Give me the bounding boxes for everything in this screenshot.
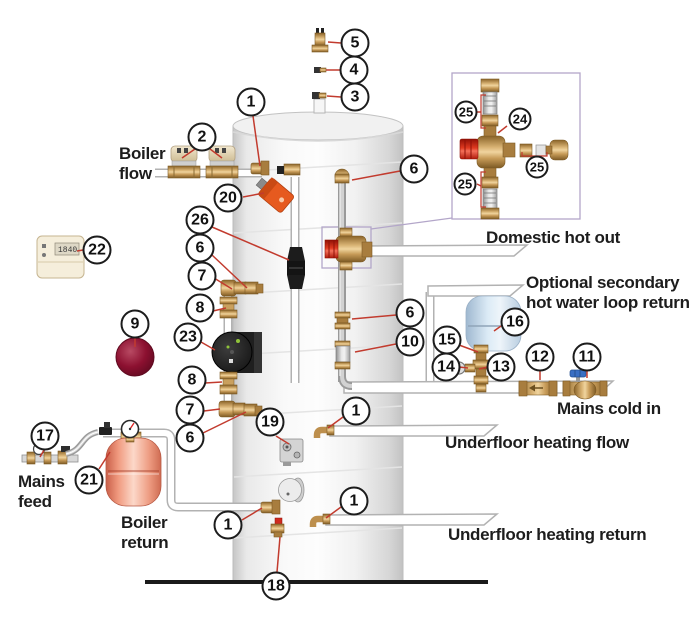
label-boiler-return: Boiler return <box>121 513 169 552</box>
cylinder-top-boss <box>313 98 326 114</box>
immersion-stat <box>312 92 327 99</box>
inset-detail-box <box>451 72 581 220</box>
riser-compression-fitting <box>334 311 351 330</box>
label-underfloor-flow: Underfloor heating flow <box>445 433 629 452</box>
stop-valve <box>562 369 608 400</box>
label-mains-cold-in: Mains cold in <box>557 399 661 418</box>
immersion-heater-boss <box>278 477 305 503</box>
mixing-valve <box>324 227 373 271</box>
underfloor-flow-elbow <box>313 424 335 438</box>
label-optional-secondary: Optional secondary hot water loop return <box>526 273 690 312</box>
inline-check-valve <box>287 247 305 289</box>
zone-valve-left <box>167 145 201 179</box>
stat-sensor <box>314 67 327 73</box>
auto-air-vent <box>311 28 329 53</box>
riser-check-valve <box>334 340 351 370</box>
secondary-loop-group <box>452 295 522 393</box>
label-underfloor-return: Underfloor heating return <box>448 525 647 544</box>
filling-hose <box>65 429 99 457</box>
thermostat-display: 1840 <box>58 246 77 255</box>
leader-lines <box>39 41 588 573</box>
boiler-return-entry-fitting <box>260 499 281 515</box>
check-valve <box>518 380 558 397</box>
label-boiler-flow: Boiler flow <box>119 144 166 183</box>
label-mains-feed: Mains feed <box>18 472 65 511</box>
drain-cock <box>270 517 285 538</box>
room-thermostat: 1840 <box>36 235 85 279</box>
heating-expansion-vessel <box>99 419 162 507</box>
magnifier-link-line <box>370 217 453 230</box>
label-domestic-hot-out: Domestic hot out <box>486 228 621 247</box>
mini-expansion-vessel <box>465 295 522 352</box>
circulating-pump <box>211 331 262 373</box>
riser-top-fitting <box>334 168 350 184</box>
pump-union-bottom <box>219 371 238 395</box>
isolating-elbow-top <box>220 279 264 297</box>
sensor-pipe-tee <box>277 163 301 176</box>
underfloor-return-elbow <box>309 513 331 527</box>
floor-line <box>145 580 488 584</box>
cylinder-stat-box <box>279 438 304 466</box>
pump-union-top <box>219 296 238 319</box>
zone-valve-right <box>205 145 239 179</box>
